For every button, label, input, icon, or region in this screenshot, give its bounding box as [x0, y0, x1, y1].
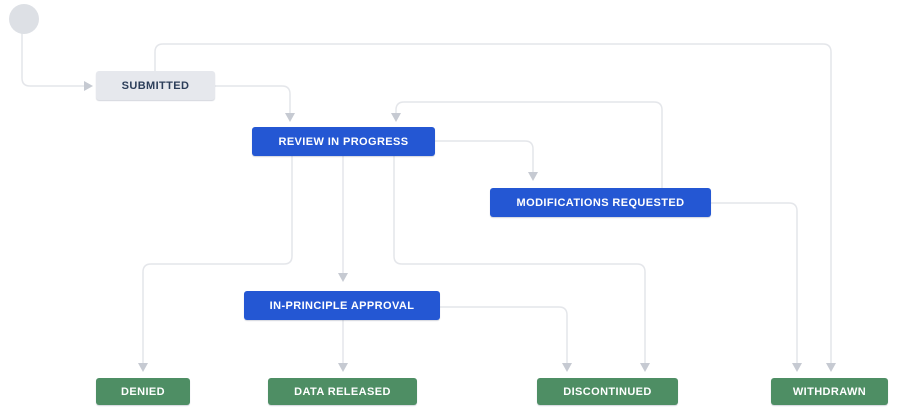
edge-arrowhead [138, 363, 148, 372]
edge-in-principle-approval-to-data-released[interactable] [338, 320, 348, 372]
node-label: IN-PRINCIPLE APPROVAL [269, 299, 415, 312]
edge-line [393, 156, 646, 363]
node-label: WITHDRAWN [792, 385, 867, 398]
start-node[interactable] [9, 4, 39, 34]
edge-line [711, 202, 798, 363]
node-discontinued[interactable]: DISCONTINUED [537, 378, 678, 405]
node-withdrawn[interactable]: WITHDRAWN [771, 378, 888, 405]
node-submitted[interactable]: SUBMITTED [96, 71, 215, 100]
edge-arrowhead [285, 113, 295, 122]
edge-review-in-progress-to-modifications-requested[interactable] [435, 140, 538, 181]
edge-line [440, 306, 568, 363]
edge-line [154, 43, 832, 363]
node-label: SUBMITTED [121, 79, 190, 92]
node-review-in-progress[interactable]: REVIEW IN PROGRESS [252, 127, 435, 156]
edge-submitted-to-review-in-progress[interactable] [215, 85, 295, 122]
node-label: DATA RELEASED [294, 385, 391, 398]
node-label: DISCONTINUED [563, 385, 652, 398]
node-denied[interactable]: DENIED [96, 378, 190, 405]
edge-arrowhead [528, 172, 538, 181]
edge-submitted-to-withdrawn[interactable] [154, 43, 836, 372]
edge-in-principle-approval-to-discontinued[interactable] [440, 306, 572, 372]
edge-line [142, 156, 293, 363]
node-label: MODIFICATIONS REQUESTED [516, 196, 685, 209]
edge-line [435, 140, 534, 172]
edge-review-in-progress-to-in-principle-approval[interactable] [338, 156, 348, 282]
edge-review-in-progress-to-discontinued[interactable] [393, 156, 650, 372]
edge-modifications-requested-to-review-in-progress[interactable] [391, 101, 663, 188]
edge-review-in-progress-to-denied[interactable] [138, 156, 293, 372]
edge-line [215, 85, 291, 113]
edge-line [21, 33, 84, 87]
edge-arrowhead [391, 113, 401, 122]
node-in-principle-approval[interactable]: IN-PRINCIPLE APPROVAL [244, 291, 440, 320]
edge-arrowhead [792, 363, 802, 372]
edge-line [395, 101, 663, 188]
edge-start-to-submitted[interactable] [21, 33, 93, 91]
node-modifications-requested[interactable]: MODIFICATIONS REQUESTED [490, 188, 711, 217]
edge-arrowhead [338, 273, 348, 282]
edge-arrowhead [84, 81, 93, 91]
edge-modifications-requested-to-withdrawn[interactable] [711, 202, 802, 372]
edge-arrowhead [338, 363, 348, 372]
node-label: REVIEW IN PROGRESS [278, 135, 409, 148]
node-label: DENIED [121, 385, 165, 398]
node-data-released[interactable]: DATA RELEASED [268, 378, 417, 405]
edge-arrowhead [826, 363, 836, 372]
edge-arrowhead [562, 363, 572, 372]
edge-arrowhead [640, 363, 650, 372]
